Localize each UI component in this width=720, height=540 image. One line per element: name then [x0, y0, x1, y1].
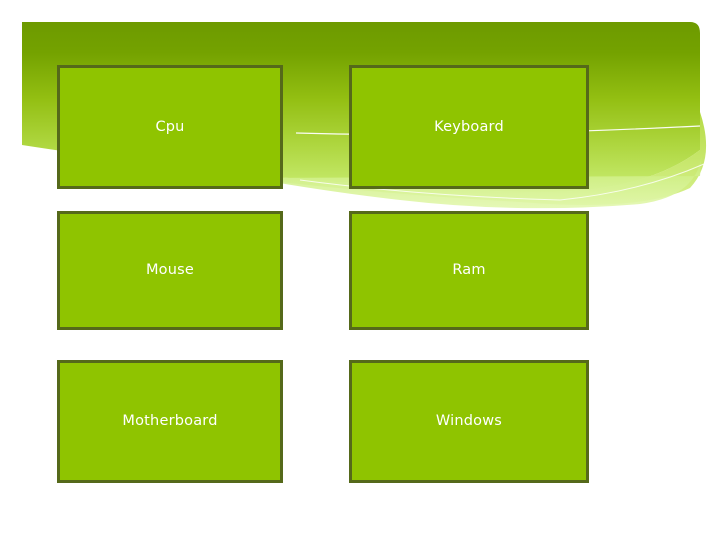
shape-label: Windows — [435, 413, 503, 430]
shape-label: Mouse — [145, 262, 195, 279]
shape-label: Ram — [452, 262, 486, 279]
shape-box-windows[interactable]: Windows — [349, 360, 589, 483]
shape-label: Keyboard — [434, 118, 504, 135]
shape-box-ram[interactable]: Ram — [349, 211, 589, 330]
shape-grid: Cpu Keyboard Mouse Ram Motherboard Windo… — [57, 65, 589, 483]
shape-label: Cpu — [155, 118, 185, 135]
shape-box-motherboard[interactable]: Motherboard — [57, 360, 283, 483]
shape-box-cpu[interactable]: Cpu — [57, 65, 283, 189]
shape-box-mouse[interactable]: Mouse — [57, 211, 283, 330]
shape-box-keyboard[interactable]: Keyboard — [349, 65, 589, 189]
shape-label: Motherboard — [122, 413, 218, 430]
